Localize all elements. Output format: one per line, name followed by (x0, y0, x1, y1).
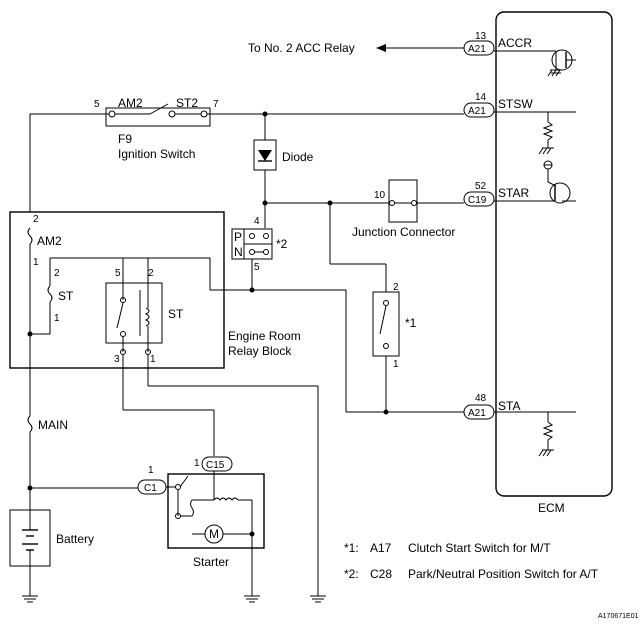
pn-p: P (234, 230, 242, 244)
figure-code: A170671E01 (598, 613, 639, 620)
main-fuse-label: MAIN (38, 418, 68, 432)
ign-st2: ST2 (176, 96, 198, 110)
junction-dot (262, 200, 268, 206)
relay-pin-5: 5 (115, 268, 121, 279)
ground-symbol (22, 595, 38, 603)
ecm-terminal-star-connector: C19 (468, 195, 487, 206)
relay-block-label-2: Relay Block (228, 344, 292, 358)
ecm-terminal-sta-connector: A21 (468, 408, 486, 419)
ecm-terminal-sta-name: STA (498, 399, 520, 413)
ignition-switch: 5 AM2 ST2 7 F9 Ignition Switch (94, 96, 219, 161)
ecm-terminal-stsw-name: STSW (498, 97, 533, 111)
c15-connector-oval (201, 456, 233, 472)
ecm-terminal-stsw-connector: A21 (468, 106, 486, 117)
am2-fuse-label: AM2 (37, 234, 62, 248)
relay-pin-1: 1 (150, 354, 156, 365)
diode: Diode (253, 114, 314, 228)
ign-code: F9 (118, 132, 132, 146)
ecm-terminal-sta-pin: 48 (475, 393, 487, 404)
diode-label: Diode (282, 150, 314, 164)
ign-name: Ignition Switch (118, 147, 195, 161)
sta-resistor (494, 411, 576, 457)
st-fuse-pin-1: 1 (54, 313, 60, 324)
ecm-terminal-accr-connector: A21 (468, 44, 486, 55)
relay-pin-2: 2 (148, 268, 154, 279)
accr-transistor (494, 49, 576, 77)
junction-dot (249, 287, 255, 293)
note-1-mark: *1: (344, 541, 359, 555)
ground-symbol (244, 595, 260, 603)
st-fuse-label: ST (58, 289, 74, 303)
engine-room-relay-block: Engine Room Relay Block 2 AM2 1 2 ST 1 5… (9, 211, 301, 370)
ecm-box (495, 11, 613, 497)
pn-pin-4: 4 (254, 216, 260, 227)
note-2-text: Park/Neutral Position Switch for A/T (408, 567, 599, 581)
ecm-terminal-star-connector-oval (463, 191, 495, 207)
junction-dot (383, 409, 389, 415)
ecm-label: ECM (538, 501, 565, 515)
note-1: *1: A17 Clutch Start Switch for M/T (344, 541, 551, 555)
note-1-text: Clutch Start Switch for M/T (408, 541, 551, 555)
ecm-terminal-sta: 48 A21 STA (463, 393, 520, 420)
starter: 1 C15 1 C1 M Starter (137, 456, 265, 569)
acc-relay-arrow: To No. 2 ACC Relay (248, 41, 464, 55)
clutch-pin-1: 1 (393, 359, 399, 370)
park-neutral-switch: 4 P N *2 5 (231, 216, 288, 273)
ecm-terminal-star-name: STAR (498, 186, 529, 200)
battery-label: Battery (56, 532, 94, 546)
ecm-terminal-stsw-pin: 14 (475, 92, 487, 103)
ign-pin-5: 5 (94, 99, 100, 110)
clutch-start-switch: 2 *1 1 (329, 203, 417, 412)
battery: Battery (9, 509, 94, 596)
note-1-code: A17 (370, 541, 392, 555)
ecm-terminal-accr-pin: 13 (475, 31, 487, 42)
ground-symbol (310, 595, 326, 603)
clutch-pin-2: 2 (393, 282, 399, 293)
ecm-terminal-stsw: 14 A21 STSW (463, 92, 533, 118)
c15-pin: 1 (194, 458, 200, 469)
main-fuse: MAIN (27, 368, 68, 510)
c1-connector: C1 (144, 483, 157, 494)
pn-pin-5: 5 (254, 262, 260, 273)
c1-pin: 1 (148, 465, 154, 476)
ecm-terminal-accr-name: ACCR (498, 36, 532, 50)
st-fuse-pin-2: 2 (54, 268, 60, 279)
ecm-terminal-stsw-connector-oval (463, 102, 495, 118)
ign-am2: AM2 (118, 96, 143, 110)
pn-n: N (234, 245, 243, 259)
junction-dot (27, 485, 33, 491)
relay-pin-3: 3 (114, 354, 120, 365)
note-2: *2: C28 Park/Neutral Position Switch for… (344, 567, 599, 581)
junction-connector: 10 Junction Connector (352, 179, 455, 239)
stsw-resistor (494, 111, 576, 155)
am2-pin-2: 2 (33, 214, 39, 225)
jc-pin-10: 10 (374, 190, 386, 201)
acc-relay-label: To No. 2 ACC Relay (248, 41, 355, 55)
note-2-mark: *2: (344, 567, 359, 581)
star-transistor (494, 160, 576, 204)
starter-label: Starter (193, 555, 229, 569)
relay-block-label-1: Engine Room (228, 329, 301, 343)
note-2-code: C28 (370, 567, 392, 581)
c15-connector: C15 (206, 460, 225, 471)
relay-st-label: ST (168, 307, 184, 321)
am2-pin-1: 1 (33, 257, 39, 268)
motor-label: M (209, 527, 219, 541)
ecm-terminal-accr: 13 A21 ACCR (463, 31, 532, 56)
ign-pin-7: 7 (213, 99, 219, 110)
clutch-mark: *1 (405, 316, 417, 330)
jc-label: Junction Connector (352, 225, 455, 239)
ecm-terminal-star: 52 C19 STAR (463, 181, 529, 207)
ecm-terminal-star-pin: 52 (475, 181, 487, 192)
pn-mark: *2 (276, 237, 288, 251)
